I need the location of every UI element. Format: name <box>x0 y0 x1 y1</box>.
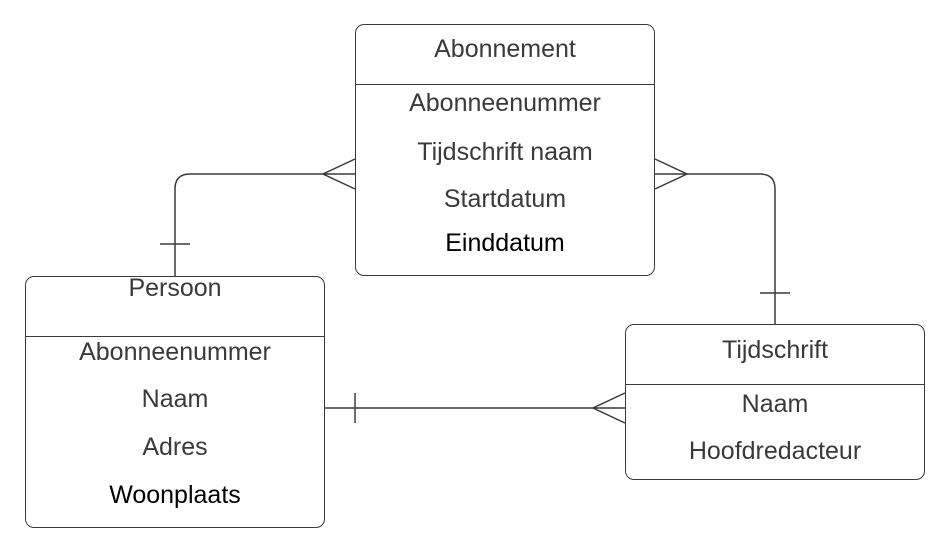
connector-tijdschrift-abonnement <box>655 173 776 324</box>
connector-persoon-abonnement <box>174 173 355 276</box>
attribute: Tijdschrift naam <box>417 138 593 166</box>
attribute: Woonplaats <box>109 481 241 509</box>
entity-title: Tijdschrift <box>721 336 829 364</box>
attribute: Startdatum <box>443 185 567 213</box>
entity-divider <box>626 384 924 385</box>
attribute: Einddatum <box>445 229 565 257</box>
attribute: Naam <box>141 385 209 413</box>
entity-persoon[interactable]: Persoon Abonneenummer Naam Adres Woonpla… <box>25 274 325 528</box>
attribute: Adres <box>142 433 208 461</box>
attribute: Abonneenummer <box>409 89 601 117</box>
many-marker-tijdschrift-persoon <box>591 392 626 424</box>
entity-abonnement[interactable]: Abonnement Abonneenummer Tijdschrift naa… <box>355 24 655 276</box>
attribute: Hoofdredacteur <box>688 437 862 465</box>
entity-title: Persoon <box>128 274 222 302</box>
entity-tijdschrift[interactable]: Tijdschrift Naam Hoofdredacteur <box>625 324 925 480</box>
many-marker-abonnement-persoon <box>321 158 356 190</box>
entity-divider <box>26 336 324 337</box>
entity-divider <box>356 84 654 85</box>
entity-title: Abonnement <box>434 35 576 63</box>
many-marker-abonnement-tijdschrift <box>654 158 689 190</box>
attribute: Abonneenummer <box>79 338 271 366</box>
attribute: Naam <box>741 390 809 418</box>
